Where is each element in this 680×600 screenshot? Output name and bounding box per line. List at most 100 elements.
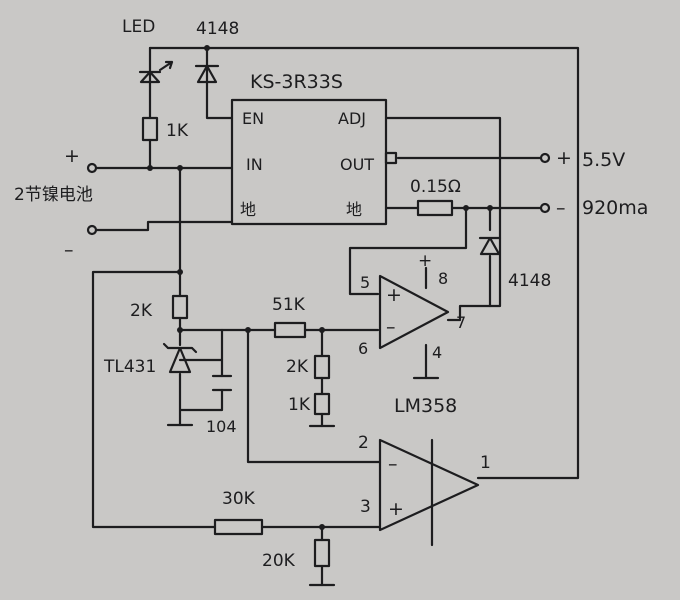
opamp2-pin3-label: 3	[360, 497, 371, 517]
diode-top: 4148	[194, 19, 239, 84]
out-pin-marker	[384, 151, 398, 165]
junctions	[147, 45, 493, 530]
junction-dot	[245, 327, 251, 333]
junction-dot	[319, 327, 325, 333]
tl431-symbol: TL431	[103, 342, 224, 377]
regulator-ic: KS-3R33S EN IN 地 ADJ OUT 地	[230, 71, 398, 226]
reg-pin-out: OUT	[340, 155, 374, 174]
lm358-label: LM358	[394, 395, 457, 417]
junction-dot	[204, 45, 210, 51]
opamp1-pin5-label: 5	[360, 273, 370, 292]
wire-gnd-left	[95, 220, 234, 232]
ground-stubs	[166, 376, 440, 587]
diode-right-shape	[478, 236, 502, 256]
out-minus-label: –	[556, 197, 566, 219]
junction-dot	[177, 269, 183, 275]
resistor-sense-body	[416, 199, 454, 217]
battery-plus-terminal	[86, 162, 98, 174]
reg-pin-en: EN	[242, 109, 264, 128]
battery-name-label: 2节镍电池	[14, 185, 93, 205]
resistor-2k-left: 2K	[130, 294, 189, 321]
opamp2-plus: +	[388, 498, 404, 520]
wire-top-rail	[148, 46, 580, 480]
diode-top-shape	[194, 64, 220, 84]
diode-right-label: 4148	[508, 271, 551, 291]
junction-dot	[147, 165, 153, 171]
opamp-1: + – 5 6 8 + 7 4	[358, 251, 466, 362]
regulator-name: KS-3R33S	[250, 71, 343, 93]
battery-input: + 2节镍电池 –	[14, 145, 98, 261]
r-20k-label: 20K	[262, 551, 296, 571]
wire-tl431	[178, 328, 224, 427]
junction-dot	[463, 205, 469, 211]
opamp1-triangle	[378, 274, 450, 350]
r-51k-label: 51K	[272, 295, 306, 315]
opamp2-pin1-label: 1	[480, 453, 491, 473]
opamp2-pin2-label: 2	[358, 433, 369, 453]
diode-top-label: 4148	[196, 19, 239, 39]
reg-pin-gnd-left: 地	[240, 200, 256, 219]
r-2k-mid-label: 2K	[286, 357, 309, 377]
led-symbol: LED	[122, 17, 174, 84]
resistor-2k-mid-body	[313, 354, 331, 380]
out-plus-label: +	[556, 147, 572, 169]
reg-pin-adj: ADJ	[338, 109, 366, 128]
r-sense-label: 0.15Ω	[410, 177, 461, 197]
diode-right: 4148	[478, 236, 551, 291]
opamp2-minus: –	[388, 453, 398, 475]
opamp1-pin7-label: 7	[456, 313, 466, 332]
battery-plus-label: +	[64, 145, 80, 167]
junction-dot	[319, 524, 325, 530]
reg-pin-gnd-right: 地	[346, 200, 362, 219]
resistor-20k-body	[313, 538, 331, 568]
opamp1-pin8-label: 8	[438, 269, 448, 288]
opamp-2: – + 2 3 1	[358, 433, 491, 532]
wires	[91, 46, 580, 587]
junction-dot	[177, 165, 183, 171]
resistor-51k: 51K	[272, 295, 307, 339]
opamp1-pin6-label: 6	[358, 339, 368, 358]
resistor-30k: 30K	[213, 489, 264, 536]
out-voltage-label: 5.5V	[582, 149, 625, 171]
wire-left-rail	[91, 270, 217, 529]
resistor-1k-mid-body	[313, 392, 331, 416]
reg-pin-in: IN	[246, 155, 263, 174]
battery-minus-label: –	[64, 239, 74, 261]
capacitor-104: 104	[206, 374, 237, 436]
r-1k-top-label: 1K	[166, 121, 189, 141]
wire-adj	[384, 116, 502, 322]
opamp1-plus: +	[386, 284, 402, 306]
wire-ref-node	[178, 316, 277, 332]
cap-104-label: 104	[206, 417, 237, 436]
divider-resistors: 2K 1K	[286, 354, 331, 416]
opamp1-pin4-label: 4	[432, 343, 442, 362]
opamp1-minus: –	[386, 316, 396, 338]
resistor-1k-top-body	[141, 116, 159, 142]
junction-dot	[487, 205, 493, 211]
battery-minus-terminal	[86, 224, 98, 236]
out-plus-terminal	[539, 152, 551, 164]
opamp2-triangle	[378, 438, 480, 532]
wire-sense	[348, 206, 468, 296]
resistor-sense: 0.15Ω	[410, 177, 461, 217]
wire-en	[205, 46, 234, 120]
r-2k-left-label: 2K	[130, 301, 153, 321]
r-1k-mid-label: 1K	[288, 395, 311, 415]
r-30k-label: 30K	[222, 489, 256, 509]
led-diode-shape	[138, 70, 162, 84]
tl431-shape	[162, 342, 198, 374]
resistor-1k-top: 1K	[141, 116, 189, 142]
resistor-30k-body	[213, 518, 264, 536]
resistor-20k: 20K	[262, 538, 331, 571]
resistor-2k-left-body	[171, 294, 189, 320]
wire-pin2	[246, 328, 382, 464]
out-current-label: 920ma	[582, 197, 648, 219]
tl431-label: TL431	[103, 357, 156, 377]
output-terminals: + 5.5V – 920ma	[539, 147, 648, 219]
led-arrow	[158, 60, 174, 72]
junction-dot	[177, 327, 183, 333]
opamp1-supply-label: +	[418, 251, 432, 271]
out-minus-terminal	[539, 202, 551, 214]
capacitor-plates	[211, 374, 233, 392]
